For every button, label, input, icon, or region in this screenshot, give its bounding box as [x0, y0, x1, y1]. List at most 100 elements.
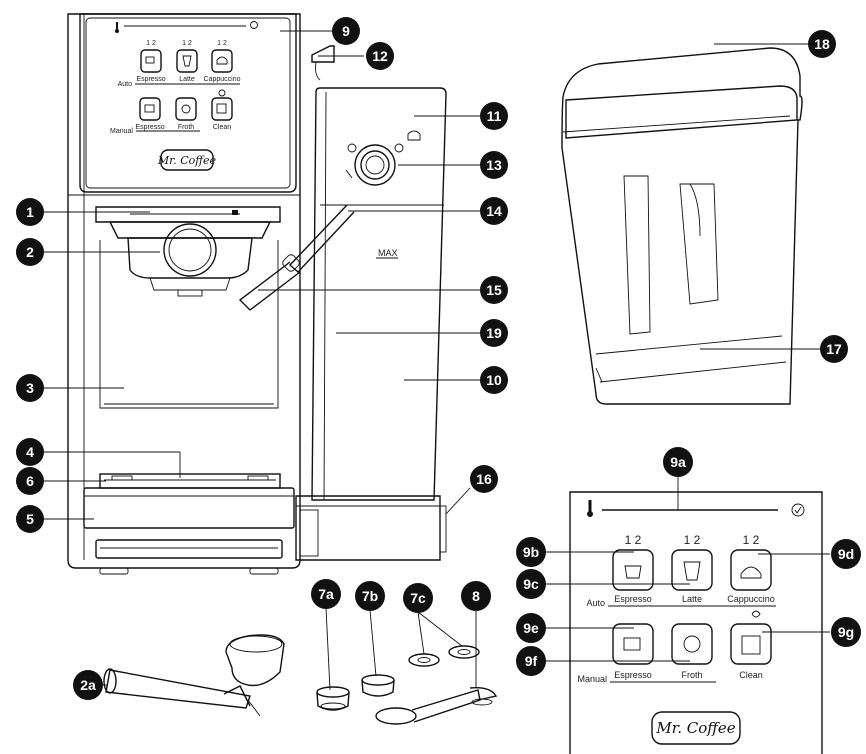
svg-text:Espresso: Espresso: [135, 124, 164, 131]
svg-text:6: 6: [26, 473, 34, 489]
callout-9: 9: [332, 17, 360, 45]
svg-text:Espresso: Espresso: [614, 594, 652, 604]
callout-15: 15: [480, 276, 508, 304]
callout-10: 10: [480, 366, 508, 394]
svg-text:Mr. Coffee: Mr. Coffee: [655, 719, 735, 737]
milk-reservoir: [561, 47, 803, 405]
svg-text:11: 11: [487, 108, 502, 124]
svg-text:19: 19: [486, 325, 502, 341]
svg-text:Cappuccino: Cappuccino: [204, 76, 241, 83]
callout-12: 12: [366, 42, 394, 70]
callout-9g: 9g: [831, 617, 861, 647]
callout-14: 14: [480, 197, 508, 225]
svg-text:18: 18: [814, 36, 830, 52]
tamper-scoop: [375, 686, 498, 725]
svg-text:15: 15: [486, 282, 502, 298]
svg-text:12: 12: [372, 48, 388, 64]
callout-9b: 9b: [516, 537, 546, 567]
callout-9e: 9e: [516, 613, 546, 643]
svg-text:9b: 9b: [523, 544, 539, 560]
svg-text:3: 3: [26, 380, 34, 396]
latte-glass-icon: [683, 561, 701, 581]
callout-4: 4: [16, 438, 44, 466]
callout-18: 18: [808, 30, 836, 58]
latte-button: [671, 549, 713, 591]
svg-text:Clean: Clean: [739, 670, 763, 680]
svg-text:1 2: 1 2: [182, 40, 192, 47]
espresso-manual-button: [612, 623, 654, 665]
svg-text:Espresso: Espresso: [136, 76, 165, 83]
froth-icon: [683, 635, 701, 653]
leader-lines: [44, 30, 830, 691]
svg-text:Froth: Froth: [178, 124, 194, 131]
callout-8: 8: [461, 581, 491, 611]
svg-text:1 2: 1 2: [146, 40, 156, 47]
svg-text:2a: 2a: [80, 677, 96, 693]
callout-9f: 9f: [516, 646, 546, 676]
froth-button: [671, 623, 713, 665]
cappuccino-cup-icon: [740, 566, 762, 579]
svg-text:1: 1: [26, 204, 34, 220]
thermo-icon: [587, 500, 593, 517]
callout-16: 16: [470, 465, 498, 493]
svg-text:17: 17: [826, 341, 842, 357]
svg-text:Mr. Coffee: Mr. Coffee: [157, 154, 217, 167]
callout-13: 13: [480, 151, 508, 179]
svg-text:9a: 9a: [670, 454, 686, 470]
svg-text:1 2: 1 2: [743, 533, 760, 547]
cappuccino-button: [730, 549, 772, 591]
callout-2a: 2a: [73, 670, 103, 700]
svg-text:9c: 9c: [523, 576, 539, 592]
machine-body: 1 2 1 2 1 2 Auto Espresso Latte Cappucci…: [67, 13, 301, 575]
callout-7b: 7b: [355, 581, 385, 611]
svg-text:Manual: Manual: [110, 128, 133, 135]
check-icon: [791, 503, 805, 517]
callout-9c: 9c: [516, 569, 546, 599]
svg-text:9f: 9f: [525, 653, 538, 669]
svg-text:Auto: Auto: [118, 81, 133, 88]
svg-text:1 2: 1 2: [217, 40, 227, 47]
svg-text:Cappuccino: Cappuccino: [727, 594, 775, 604]
svg-text:Froth: Froth: [681, 670, 702, 680]
svg-text:8: 8: [472, 588, 480, 604]
svg-text:7c: 7c: [410, 590, 426, 606]
svg-text:MAX: MAX: [378, 248, 398, 258]
espresso-cup-icon: [624, 565, 642, 579]
head-panel-buttons: 1 2 1 2 1 2 Auto Espresso Latte Cappucci…: [110, 40, 241, 171]
svg-text:Latte: Latte: [179, 76, 195, 83]
filter-baskets: [316, 645, 480, 711]
svg-text:Espresso: Espresso: [614, 670, 652, 680]
svg-text:9g: 9g: [838, 624, 854, 640]
callout-3: 3: [16, 374, 44, 402]
water-tank: MAX: [238, 45, 447, 561]
portafilter: [103, 634, 285, 717]
manual-espresso-icon: [623, 637, 641, 651]
svg-text:Latte: Latte: [682, 594, 702, 604]
svg-text:5: 5: [26, 511, 34, 527]
clean-button: [730, 623, 772, 665]
svg-text:4: 4: [26, 444, 34, 460]
callout-17: 17: [820, 335, 848, 363]
callout-6: 6: [16, 467, 44, 495]
svg-text:9: 9: [342, 23, 350, 39]
callout-11: 11: [480, 102, 508, 130]
espresso-auto-button: [612, 549, 654, 591]
zoomed-control-panel: 1 2 1 2 1 2 Auto Espresso Latte Cappucci…: [569, 491, 823, 754]
callout-2: 2: [16, 238, 44, 266]
brand-logo: [651, 711, 741, 745]
svg-text:Clean: Clean: [213, 124, 231, 131]
svg-text:10: 10: [486, 372, 502, 388]
svg-text:9e: 9e: [523, 620, 539, 636]
callout-1: 1: [16, 198, 44, 226]
callout-19: 19: [480, 319, 508, 347]
svg-text:9d: 9d: [838, 546, 854, 562]
svg-text:14: 14: [486, 203, 502, 219]
svg-text:1 2: 1 2: [625, 533, 642, 547]
svg-text:Manual: Manual: [577, 674, 607, 684]
callout-9d: 9d: [831, 539, 861, 569]
thermo-icon: [115, 22, 119, 33]
callout-5: 5: [16, 505, 44, 533]
hand-icon: [751, 610, 761, 618]
callout-7c: 7c: [403, 583, 433, 613]
